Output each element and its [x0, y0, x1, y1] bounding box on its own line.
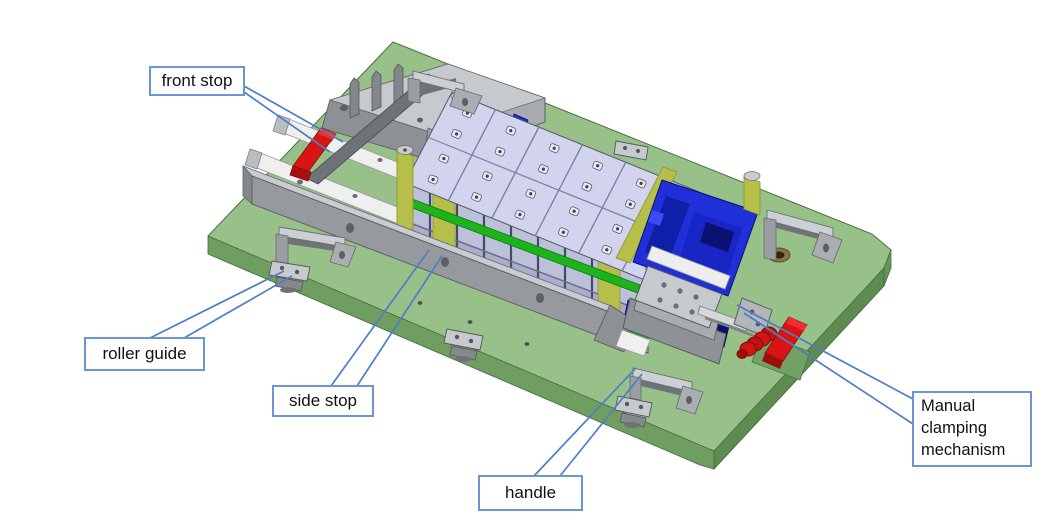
- clamp-red-grip: [736, 326, 778, 359]
- leader-side-stop-2: [356, 255, 443, 387]
- manual-clamping-mechanism: [622, 245, 808, 369]
- clamp-red-block: [762, 316, 808, 369]
- callout-handle: handle: [478, 475, 583, 511]
- clamp-rail: [646, 245, 731, 290]
- handle-left: [275, 226, 357, 268]
- leader-front-stop-1: [243, 85, 344, 143]
- roller-guide-left: [268, 260, 311, 293]
- roller-guide-mid: [443, 328, 484, 362]
- handle-top: [407, 70, 483, 115]
- leader-manual-clamp-1: [736, 304, 914, 400]
- callout-front-stop: front stop: [149, 66, 245, 96]
- callout-roller-guide: roller guide: [84, 337, 205, 371]
- handle-right: [763, 209, 843, 264]
- leader-handle-2: [559, 373, 643, 477]
- corner-post-right: [743, 175, 761, 216]
- leader-manual-clamp-2: [743, 312, 914, 425]
- callout-manual-clamping-mechanism: Manual clamping mechanism: [912, 391, 1032, 467]
- leader-roller-guide-1: [149, 270, 285, 339]
- callout-side-stop: side stop: [272, 385, 374, 417]
- leader-roller-guide-2: [183, 275, 293, 339]
- corner-post-left: [396, 149, 414, 236]
- leader-front-stop-2: [243, 91, 331, 153]
- leader-handle-1: [533, 368, 636, 477]
- roller-guide-bottom: [614, 395, 653, 428]
- leader-side-stop-1: [330, 249, 430, 387]
- leader-lines: [149, 85, 914, 477]
- slide-step: [615, 329, 651, 357]
- handle-bottom: [629, 367, 704, 415]
- roller-guide-far: [613, 140, 649, 161]
